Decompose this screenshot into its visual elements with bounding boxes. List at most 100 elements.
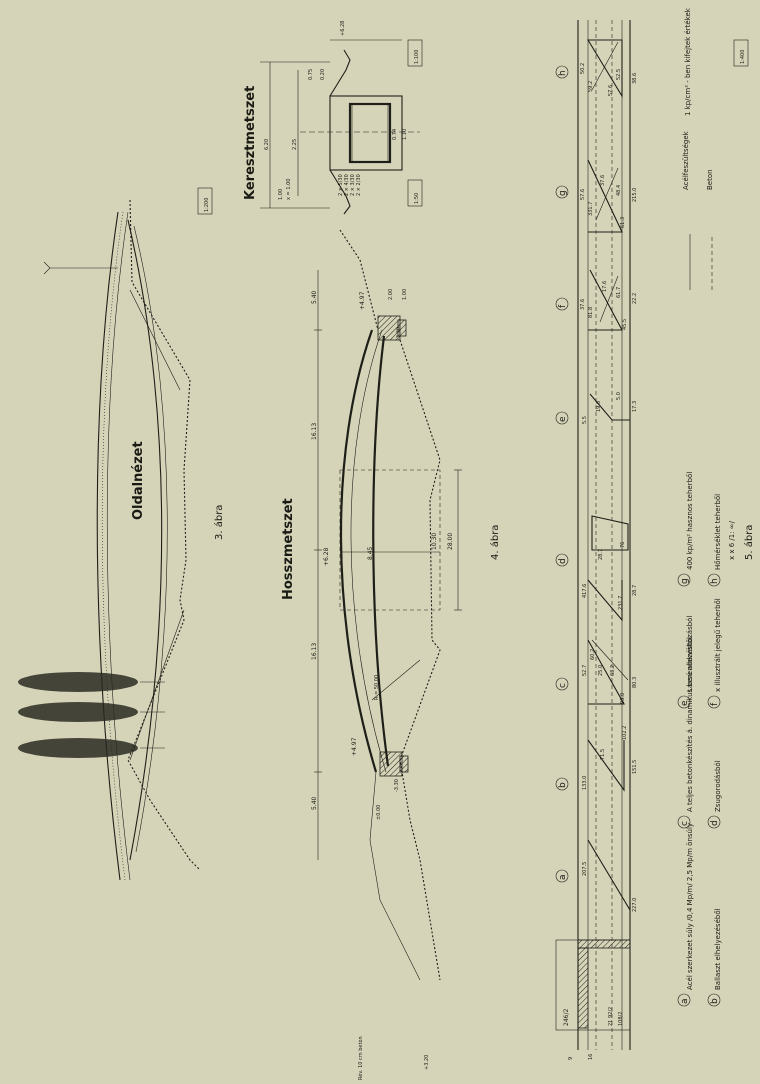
legend-item-b: Ballaszt elhelyezéséből [713, 908, 722, 990]
section-marker: f [558, 304, 568, 308]
stress-value: 227.0 [632, 898, 638, 912]
stress-value: 80.3 [632, 677, 638, 688]
legend-marker: e [680, 700, 690, 706]
fig4-caption: 4. ábra [489, 525, 501, 560]
stress-value: 37.6 [600, 175, 606, 186]
stress-value: 61.7 [616, 287, 622, 298]
dim-clear: 8.45 [367, 546, 374, 560]
stress-value: 71.5 [600, 749, 606, 760]
legend-item-f: x illusztrált jelegű teherből [713, 598, 722, 692]
legend-item-h-extra: x x 6 /1: ∞/ [728, 520, 736, 560]
rib-radius: R = 50.00 [374, 675, 380, 700]
cross-section [260, 39, 420, 215]
side-view [18, 199, 201, 881]
cs-slab: 0.20 [320, 69, 326, 80]
stress-value: 28.7 [598, 549, 604, 560]
stress-value: 63.2 [610, 665, 616, 676]
stress-value: 76 [620, 542, 626, 548]
stress-value: 28.7 [632, 585, 638, 596]
stress-value: 52.7 [582, 665, 588, 676]
pier-left [379, 751, 403, 777]
section-marker: c [558, 683, 568, 688]
legend-marker: g [680, 578, 690, 584]
stress-value: 331.7 [588, 202, 594, 216]
base-note: Rév. 10 cm beton [357, 1036, 364, 1080]
t-section-flange [577, 939, 631, 949]
dim-half-right: 16.13 [311, 423, 318, 440]
dim-half-left: 16.13 [311, 643, 318, 660]
section-marker: a [558, 874, 568, 880]
stress-value: 17.3 [632, 401, 638, 412]
stress-value: 231.7 [618, 596, 624, 610]
section-marker: b [558, 782, 568, 788]
stress-value: 215.0 [632, 188, 638, 202]
pier-level-right: +4.97 [359, 291, 366, 310]
legend-item-d: Zsugorodásból [714, 760, 722, 812]
stress-value: 25.0 [598, 665, 604, 676]
stress-value: 48.4 [616, 185, 622, 196]
cs-walk: 0.75 [308, 69, 314, 80]
fig5-caption: 5. ábra [743, 525, 755, 560]
legend-line-concrete: Beton [706, 169, 714, 190]
legend: a Acél szerkezet súly /0,4 Mp/m/ 2,5 Mp/… [677, 7, 736, 1007]
t-dim: 9 [568, 1057, 574, 1060]
stress-value: 61.3 [620, 217, 626, 228]
cs-note: 2 × 3/30 [350, 174, 356, 196]
cs-bottom-label: x = 1.00 [286, 179, 292, 200]
legend-item-e: Lassú alakváltozásból [686, 616, 694, 692]
stress-value: 50.2 [580, 63, 586, 74]
stress-value: 45.5 [622, 319, 628, 330]
cs-box-height: 1.10 [402, 129, 408, 140]
stress-value: 57.6 [580, 189, 586, 200]
cs-deck-width2: 2.25 [292, 139, 298, 150]
stress-value: 151.5 [632, 760, 638, 774]
t-section-web [577, 947, 589, 1029]
pier-level-left: +4.97 [351, 737, 358, 756]
section-marker: h [558, 70, 568, 76]
stress-value: 22.2 [632, 293, 638, 304]
side-view-title: Oldalnézet [131, 441, 146, 520]
cross-section-dimensions: 6.20 2.25 0.75 0.20 1.10 0.74 +6.28 2 × … [264, 21, 408, 200]
section-marker: e [558, 416, 568, 422]
stress-value: 207.5 [582, 862, 588, 876]
stress-value: 102.2 [622, 726, 628, 740]
legend-marker: b [710, 998, 720, 1004]
cs-note: 2 × 4/30 [344, 174, 350, 196]
stress-value: 59.2 [588, 81, 594, 92]
stress-value: 52.5 [616, 69, 622, 80]
legend-item-c: A teljes betonkészítés á. dinamikus bere… [685, 637, 694, 812]
legend-marker: a [680, 998, 690, 1004]
stress-value: 5.0 [616, 392, 622, 400]
t-dim: 246/2 [563, 1009, 570, 1026]
t-dim: 16 [588, 1054, 594, 1060]
stress-value: 96.0 [620, 693, 626, 704]
foundation-right: -3.30 [396, 327, 402, 340]
fig3-caption: 3. ábra [213, 505, 225, 540]
legend-item-g: 400 kp/m² hasznos teherből [685, 472, 694, 570]
section-marker: g [558, 190, 568, 196]
ground-level: ±0.00 [376, 805, 382, 820]
base-level: +3.20 [424, 1055, 430, 1070]
scale-stamps: 1:200 1:100 1:50 1:400 [197, 39, 749, 215]
legend-marker: c [680, 821, 690, 826]
legend-marker: f [710, 702, 720, 706]
t-dim: 21 92/2 [608, 1007, 614, 1026]
cs-note: 2 × 2/30 [356, 174, 362, 196]
section-marker: d [558, 558, 568, 564]
text-layer: Oldalnézet 3. ábra Hosszmetszet 4. ábra … [131, 7, 755, 1080]
stress-value: 38.6 [632, 73, 638, 84]
cs-deck-width: 6.20 [264, 139, 270, 150]
dim-end-right: 5.40 [311, 290, 318, 304]
t-dim: 108/2 [618, 1012, 624, 1026]
cross-section-title: Keresztmetszet [243, 86, 258, 200]
t-section-dimensions: 246/2 21 92/2 108/2 16 9 [563, 1007, 624, 1060]
legend-unit-note: 1 kp/cm² - ben kifejtek értékek [684, 7, 692, 116]
longitudinal-section [314, 229, 462, 981]
scale-stamp: 1:400 [740, 50, 746, 64]
legend-item-h: Hőmérséklet teherből [713, 494, 722, 570]
legend-line-steel: Acélfeszültségek [682, 130, 690, 190]
stress-value: 37.6 [580, 299, 586, 310]
stress-value: 60.2 [590, 649, 596, 660]
